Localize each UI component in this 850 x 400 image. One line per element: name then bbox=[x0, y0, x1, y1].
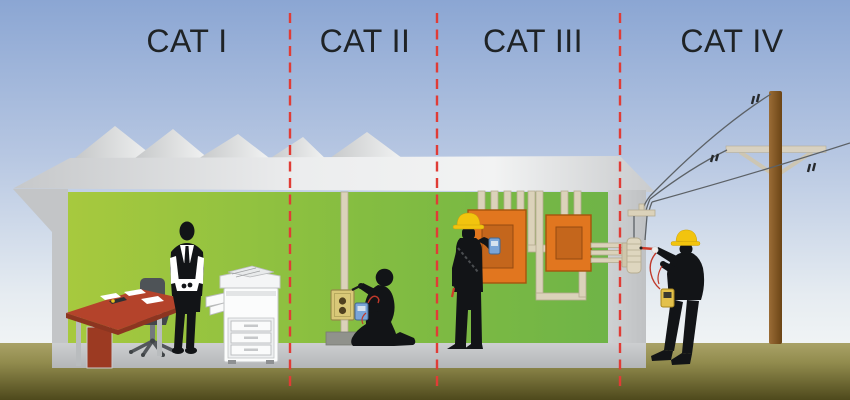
cat3-zone bbox=[447, 190, 630, 349]
label-cat3: CAT III bbox=[483, 23, 583, 59]
service-conduits bbox=[590, 242, 630, 263]
left-wall bbox=[13, 189, 68, 368]
test-probe bbox=[351, 284, 363, 291]
wall-outlet bbox=[330, 289, 355, 321]
roof-band bbox=[13, 156, 655, 192]
lineworker bbox=[639, 229, 705, 365]
hard-hat bbox=[452, 212, 485, 230]
cat1-zone bbox=[66, 221, 281, 369]
copier-control-panel bbox=[226, 291, 276, 296]
utility-pole bbox=[769, 91, 782, 344]
label-cat4: CAT IV bbox=[680, 23, 783, 59]
paper bbox=[100, 293, 121, 300]
panel-electrician bbox=[447, 212, 501, 349]
insulators bbox=[709, 93, 817, 173]
office-desk bbox=[66, 289, 194, 369]
necktie bbox=[184, 246, 190, 272]
service-weatherhead bbox=[627, 209, 656, 217]
photocopier bbox=[205, 265, 281, 364]
panel-conduits bbox=[477, 190, 587, 301]
paper bbox=[141, 296, 164, 304]
zone-labels: CAT I CAT II CAT III CAT IV bbox=[146, 23, 783, 59]
service-meter bbox=[621, 237, 642, 274]
outlet-conduit bbox=[340, 191, 349, 293]
power-lines bbox=[641, 93, 850, 212]
zone-dividers bbox=[288, 13, 622, 389]
test-probe bbox=[450, 287, 456, 298]
hard-hat bbox=[670, 229, 701, 246]
paper bbox=[124, 289, 146, 296]
test-lead bbox=[657, 265, 663, 285]
office-worker bbox=[170, 221, 204, 354]
outlet-stub bbox=[340, 319, 349, 334]
clamp-meter bbox=[660, 288, 675, 308]
label-cat2: CAT II bbox=[320, 23, 411, 59]
test-lead bbox=[649, 252, 661, 290]
test-lead bbox=[361, 312, 367, 325]
service-entrance bbox=[621, 203, 656, 274]
utility-pole-group bbox=[641, 91, 850, 344]
test-lead bbox=[367, 295, 380, 304]
handheld-multimeter bbox=[354, 302, 369, 321]
desk-front-panel bbox=[86, 326, 113, 369]
kneeling-technician bbox=[351, 268, 416, 346]
label-cat1: CAT I bbox=[146, 23, 227, 59]
work-glove bbox=[651, 246, 659, 254]
handheld-multimeter bbox=[488, 237, 501, 255]
cat2-zone bbox=[325, 191, 416, 346]
distribution-panel-2 bbox=[545, 214, 592, 272]
floor bbox=[52, 343, 646, 368]
right-wall bbox=[608, 190, 646, 368]
